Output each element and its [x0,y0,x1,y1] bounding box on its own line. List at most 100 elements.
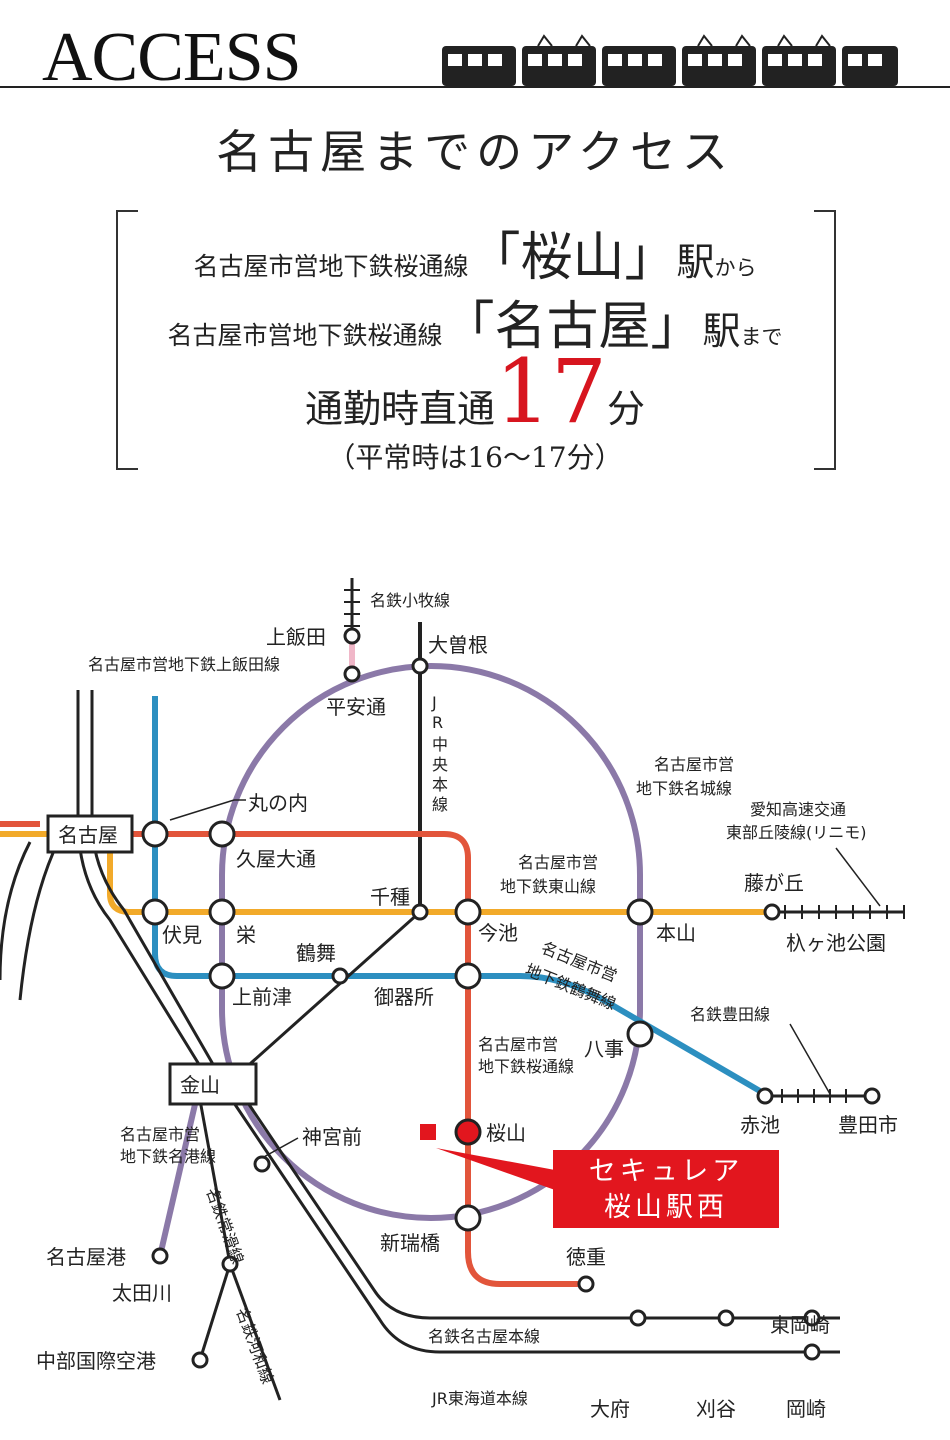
from-station-line: 名古屋市営地下鉄桜通線「桜山」駅から [0,215,950,290]
label-jr-chuo: J R 中 央 本 線 [431,693,448,814]
svg-text:J: J [431,693,437,712]
page-title: ACCESS [42,19,302,96]
meitetsu-toyota-line [765,1089,872,1103]
meitetsu-komaki-line [344,578,360,634]
label-meijo-1: 名古屋市営 [654,755,734,774]
label-okazaki: 岡崎 [786,1397,826,1421]
station-akaike [756,1087,774,1105]
label-meiko-2: 地下鉄名港線 [120,1147,216,1166]
label-heiando: 平安通 [326,695,386,719]
label-sakuradori-1: 名古屋市営 [478,1035,558,1054]
label-tokushige: 徳重 [566,1245,606,1269]
station-airport [191,1351,209,1369]
jr-chuo-diagonal [231,910,421,1082]
label-linimo-1: 愛知高速交通 [750,800,846,819]
label-obu: 大府 [590,1397,630,1421]
station-toyotashi [863,1087,881,1105]
label-motoyama: 本山 [656,921,696,945]
label-higashiokazaki: 東岡崎 [770,1313,830,1337]
station-yagoto [626,1020,654,1048]
meijo-line [219,663,643,1221]
station-fujigaoka [763,903,781,921]
header-rule [0,86,950,88]
svg-text:R: R [432,713,443,732]
label-nagoyako: 名古屋港 [46,1245,126,1269]
property-pointer [436,1148,555,1190]
label-fujigaoka: 藤が丘 [744,871,804,895]
from-eki: 駅 [676,240,715,284]
label-jingumae: 神宮前 [302,1125,362,1149]
label-mizuho: 新瑞橋 [380,1231,440,1255]
svg-text:央: 央 [432,755,448,774]
station-motoyama [626,898,654,926]
to-line-name: 名古屋市営地下鉄桜通線 [167,321,443,350]
label-meiko-1: 名古屋市営 [120,1125,200,1144]
label-sakae: 栄 [236,923,256,947]
station-fushimi [141,898,169,926]
travel-time-line: 通勤時直通17分 [0,348,950,436]
label-airport: 中部国際空港 [36,1349,156,1373]
to-suffix: まで [740,325,783,349]
label-meitetsu-komaki: 名鉄小牧線 [370,591,450,610]
label-toyotashi: 豊田市 [838,1113,898,1137]
time-unit: 分 [606,387,645,431]
property-callout: セキュレア 桜山駅西 [553,1150,779,1228]
label-fushimi: 伏見 [162,923,202,947]
label-nagoya: 名古屋 [58,823,118,847]
station-okazaki [803,1309,821,1327]
to-station-line: 名古屋市営地下鉄桜通線「名古屋」駅まで [0,284,950,359]
station-higashiokazaki [803,1343,821,1361]
label-higashiyama-1: 名古屋市営 [518,853,598,872]
label-kanayama: 金山 [180,1073,220,1097]
station-kamimaezu [208,962,236,990]
property-name-1: セキュレア [588,1156,744,1187]
station-imaike [454,898,482,926]
right-bracket [814,210,836,470]
property-marker [420,1124,436,1140]
station-mizuho [454,1204,482,1232]
left-bracket [116,210,138,470]
access-subtitle: 名古屋までのアクセス [216,125,734,179]
label-gokiso: 御器所 [374,985,434,1009]
station-nagoyako [151,1247,169,1265]
sakuradori-line [0,821,586,1287]
svg-text:中: 中 [432,735,448,754]
label-sakuradori-2: 地下鉄桜通線 [478,1057,574,1076]
label-chikusa: 千種 [370,885,410,909]
label-ozone: 大曽根 [428,633,488,657]
station-heiando [343,665,361,683]
label-kowa: 名鉄河和線 [232,1305,277,1387]
from-line-name: 名古屋市営地下鉄桜通線 [193,252,469,281]
kanayama-box [168,1062,258,1106]
label-hanamizuki: 杁ヶ池公園 [786,931,886,955]
station-otagawa [221,1255,239,1273]
station-tsurumai [331,967,349,985]
label-akaike: 赤池 [740,1113,780,1137]
to-eki: 駅 [702,309,741,353]
to-station-name: 「名古屋」 [442,297,703,357]
label-hisaya: 久屋大通 [236,847,316,871]
label-imaike: 今池 [478,921,518,945]
train-icon [442,34,898,86]
station-kariya [717,1309,735,1327]
from-station-name: 「桜山」 [468,228,677,288]
time-label: 通勤時直通 [304,387,495,431]
label-marunouchi: 丸の内 [248,791,308,815]
label-tsurumai: 鶴舞 [296,941,336,965]
station-marunouchi [208,820,236,848]
station-nagoya-node [141,820,169,848]
label-yagoto: 八事 [584,1037,624,1061]
label-kamimaezu: 上前津 [232,985,292,1009]
meiko-line [157,1099,199,1257]
label-sakurayama: 桜山 [486,1121,526,1145]
label-meitetsu-nagoya: 名鉄名古屋本線 [428,1327,540,1346]
label-meitetsu-toyota: 名鉄豊田線 [690,1005,770,1024]
nagoya-box [46,814,134,854]
label-linimo-2: 東部丘陵線(リニモ) [726,823,867,842]
label-otagawa: 太田川 [112,1281,172,1305]
label-meijo-2: 地下鉄名城線 [636,779,732,798]
station-chikusa [411,903,429,921]
time-value: 17 [495,340,607,443]
station-obu [629,1309,647,1327]
